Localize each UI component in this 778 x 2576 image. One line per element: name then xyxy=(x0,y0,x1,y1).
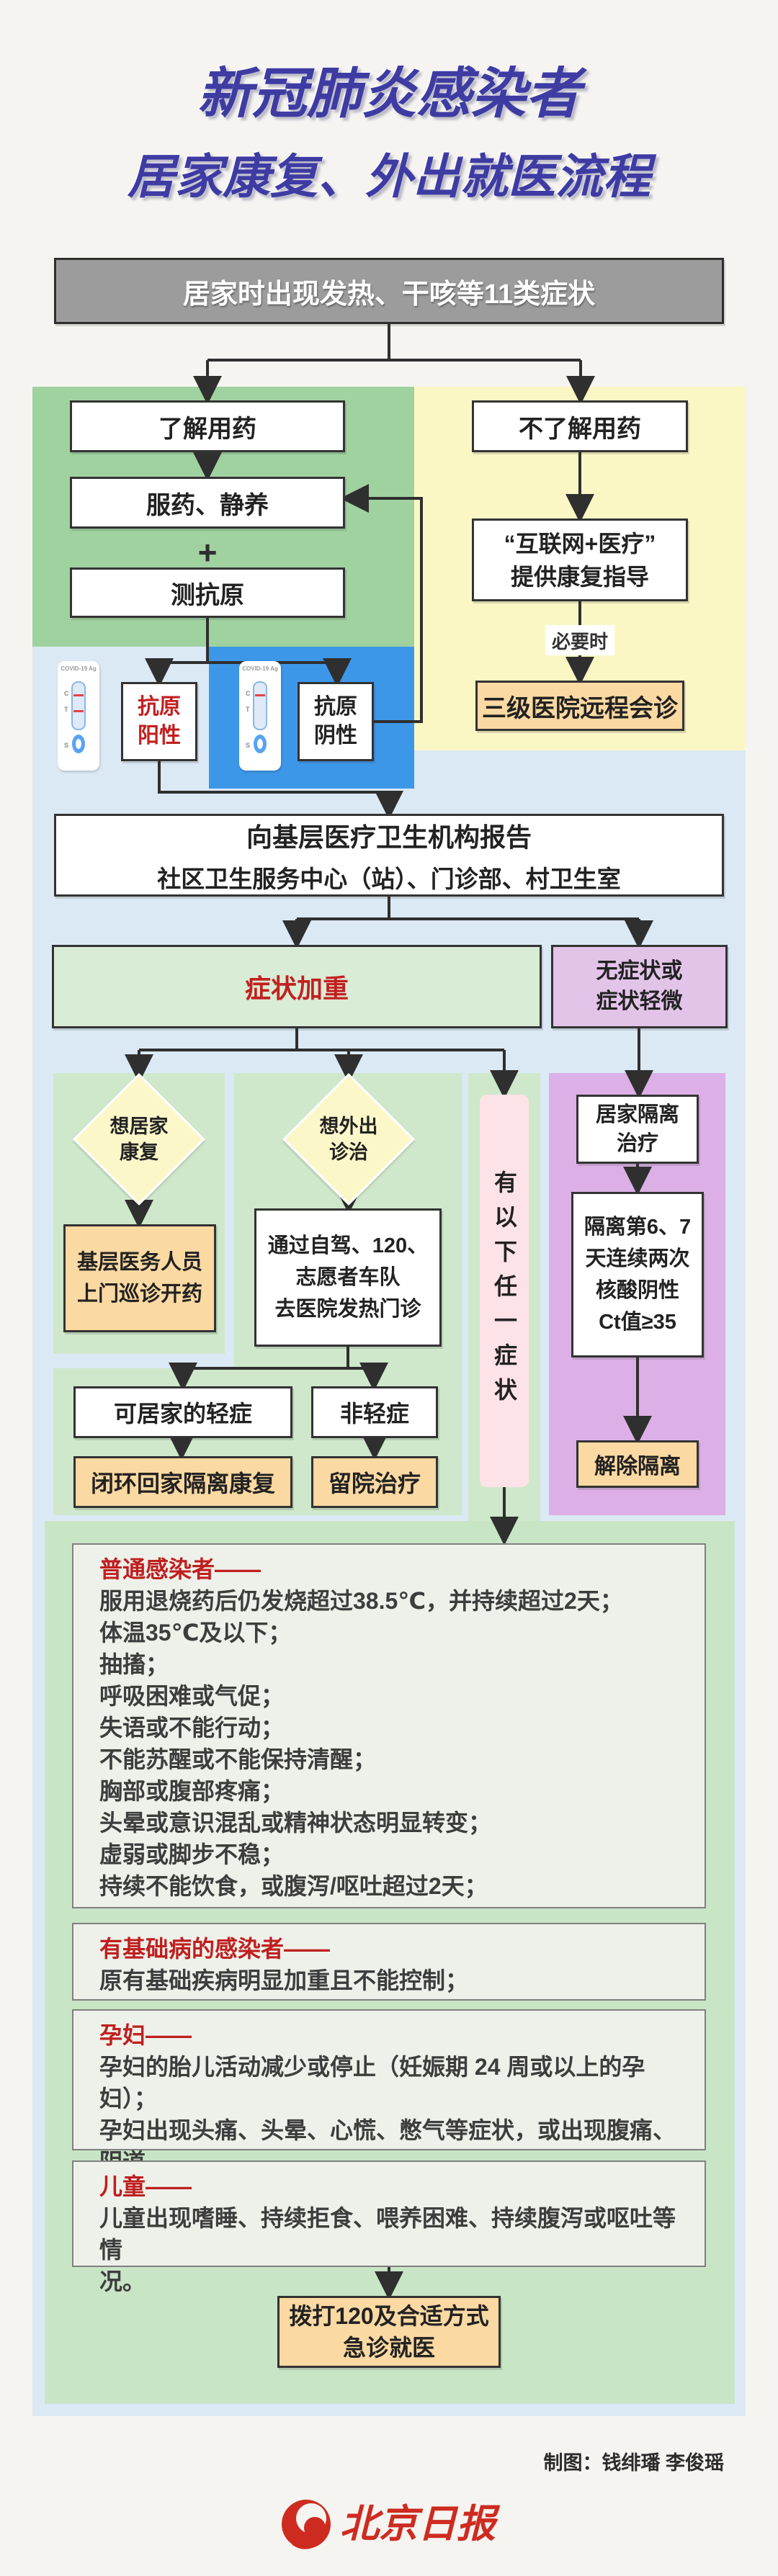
node-stay-in-hospital: 留院治疗 xyxy=(311,1456,438,1508)
node-asymptomatic-or-mild: 无症状或症状轻微 xyxy=(551,945,728,1028)
node-home-manageable-mild-case: 可居家的轻症 xyxy=(73,1386,292,1438)
antigen-t-label: T xyxy=(64,706,68,713)
page-title-line1: 新冠肺炎感染者 xyxy=(197,63,581,125)
symptom-box-title: 有基础病的感染者—— xyxy=(99,1936,331,1962)
symptom-box-lines: 儿童出现嗜睡、持续拒食、喂养困难、持续腹泻或呕吐等情况。 xyxy=(99,2205,676,2294)
node-internet-medical-guidance: “互联网+医疗”提供康复指导 xyxy=(472,519,688,601)
node-take-medicine-rest: 服药、静养 xyxy=(70,477,345,529)
antigen-strip-window xyxy=(253,681,267,730)
node-dont-know-medication: 不了解用药 xyxy=(472,400,688,452)
plus-sign: + xyxy=(197,534,218,571)
report-line1: 向基层医疗卫生机构报告 xyxy=(246,822,532,852)
antigen-sample-well xyxy=(254,735,267,753)
beijing-daily-logo: 北京日报 xyxy=(274,2488,504,2564)
symptom-box-title: 儿童—— xyxy=(99,2173,192,2199)
symptom-box-title: 普通感染者—— xyxy=(99,1556,261,1582)
decision-want-home-recovery: 想居家康复 xyxy=(73,1073,205,1206)
node-antigen-negative: 抗原阴性 xyxy=(298,682,374,761)
node-non-mild-case: 非轻症 xyxy=(311,1386,438,1438)
symptom-box-lines: 服用退烧药后仍发烧超过38.5℃，并持续超过2天；体温35℃及以下；抽搐；呼吸困… xyxy=(99,1588,623,1899)
page-title-line2: 居家康复、外出就医流程 xyxy=(128,150,650,203)
label-if-necessary: 必要时 xyxy=(545,625,614,655)
node-doctor-home-visit: 基层医务人员上门巡诊开药 xyxy=(63,1224,216,1332)
antigen-test-positive-icon: COVID-19 Ag C T S xyxy=(58,661,99,771)
antigen-strip-label: COVID-19 Ag xyxy=(242,665,278,672)
node-know-medication: 了解用药 xyxy=(70,400,345,452)
symptom-box-lines: 原有基础疾病明显加重且不能控制； xyxy=(99,1967,469,1993)
node-antigen-positive: 抗原阳性 xyxy=(121,682,197,761)
antigen-test-negative-icon: COVID-19 Ag C T S xyxy=(239,661,281,771)
node-report-to-primary-care: 向基层医疗卫生机构报告 社区卫生服务中心（站）、门诊部、村卫生室 xyxy=(54,814,724,897)
antigen-strip-label: COVID-19 Ag xyxy=(61,665,97,672)
beijing-daily-emblem-icon xyxy=(282,2500,331,2549)
node-call-120-emergency: 拨打120及合适方式急诊就医 xyxy=(277,2296,501,2368)
antigen-sample-well xyxy=(72,735,85,753)
beijing-daily-logo-text: 北京日报 xyxy=(340,2500,501,2546)
node-tertiary-hospital-remote-consult: 三级医院远程会诊 xyxy=(475,681,684,731)
symptom-box-children: 儿童—— 儿童出现嗜睡、持续拒食、喂养困难、持续腹泻或呕吐等情况。 xyxy=(72,2160,706,2294)
antigen-s-label: S xyxy=(64,742,69,749)
node-start-symptoms: 居家时出现发热、干咳等11类症状 xyxy=(54,258,724,324)
credit-text: 制图：钱绯璠 李俊瑶 xyxy=(543,2452,724,2474)
symptom-box-underlying-disease: 有基础病的感染者—— 原有基础疾病明显加重且不能控制； xyxy=(72,1923,706,2001)
antigen-c-label: C xyxy=(64,690,69,697)
antigen-strip-window xyxy=(71,681,86,730)
antigen-t-label: T xyxy=(246,706,250,713)
node-home-isolation-treatment: 居家隔离治疗 xyxy=(576,1095,699,1164)
node-test-antigen: 测抗原 xyxy=(70,567,345,618)
node-release-from-isolation: 解除隔离 xyxy=(576,1440,699,1488)
node-symptoms-worsen: 症状加重 xyxy=(52,945,542,1028)
report-line2: 社区卫生服务中心（站）、门诊部、村卫生室 xyxy=(157,865,621,892)
decision-want-outpatient-care: 想外出诊治 xyxy=(282,1073,415,1206)
node-any-of-following-symptoms: 有以下任一症状 xyxy=(480,1095,529,1487)
node-transport-to-fever-clinic: 通过自驾、120、志愿者车队去医院发热门诊 xyxy=(254,1208,442,1347)
antigen-c-label: C xyxy=(246,690,251,697)
symptom-box-title: 孕妇—— xyxy=(99,2022,192,2048)
antigen-s-label: S xyxy=(246,742,251,749)
symptom-box-ordinary-infected: 普通感染者—— 服用退烧药后仍发烧超过38.5℃，并持续超过2天；体温35℃及以… xyxy=(72,1543,706,1908)
symptom-box-pregnant-women: 孕妇—— 孕妇的胎儿活动减少或停止（妊娠期 24 周或以上的孕妇）；孕妇出现头痛… xyxy=(72,2009,706,2207)
node-closed-loop-home-isolation: 闭环回家隔离康复 xyxy=(73,1456,292,1508)
